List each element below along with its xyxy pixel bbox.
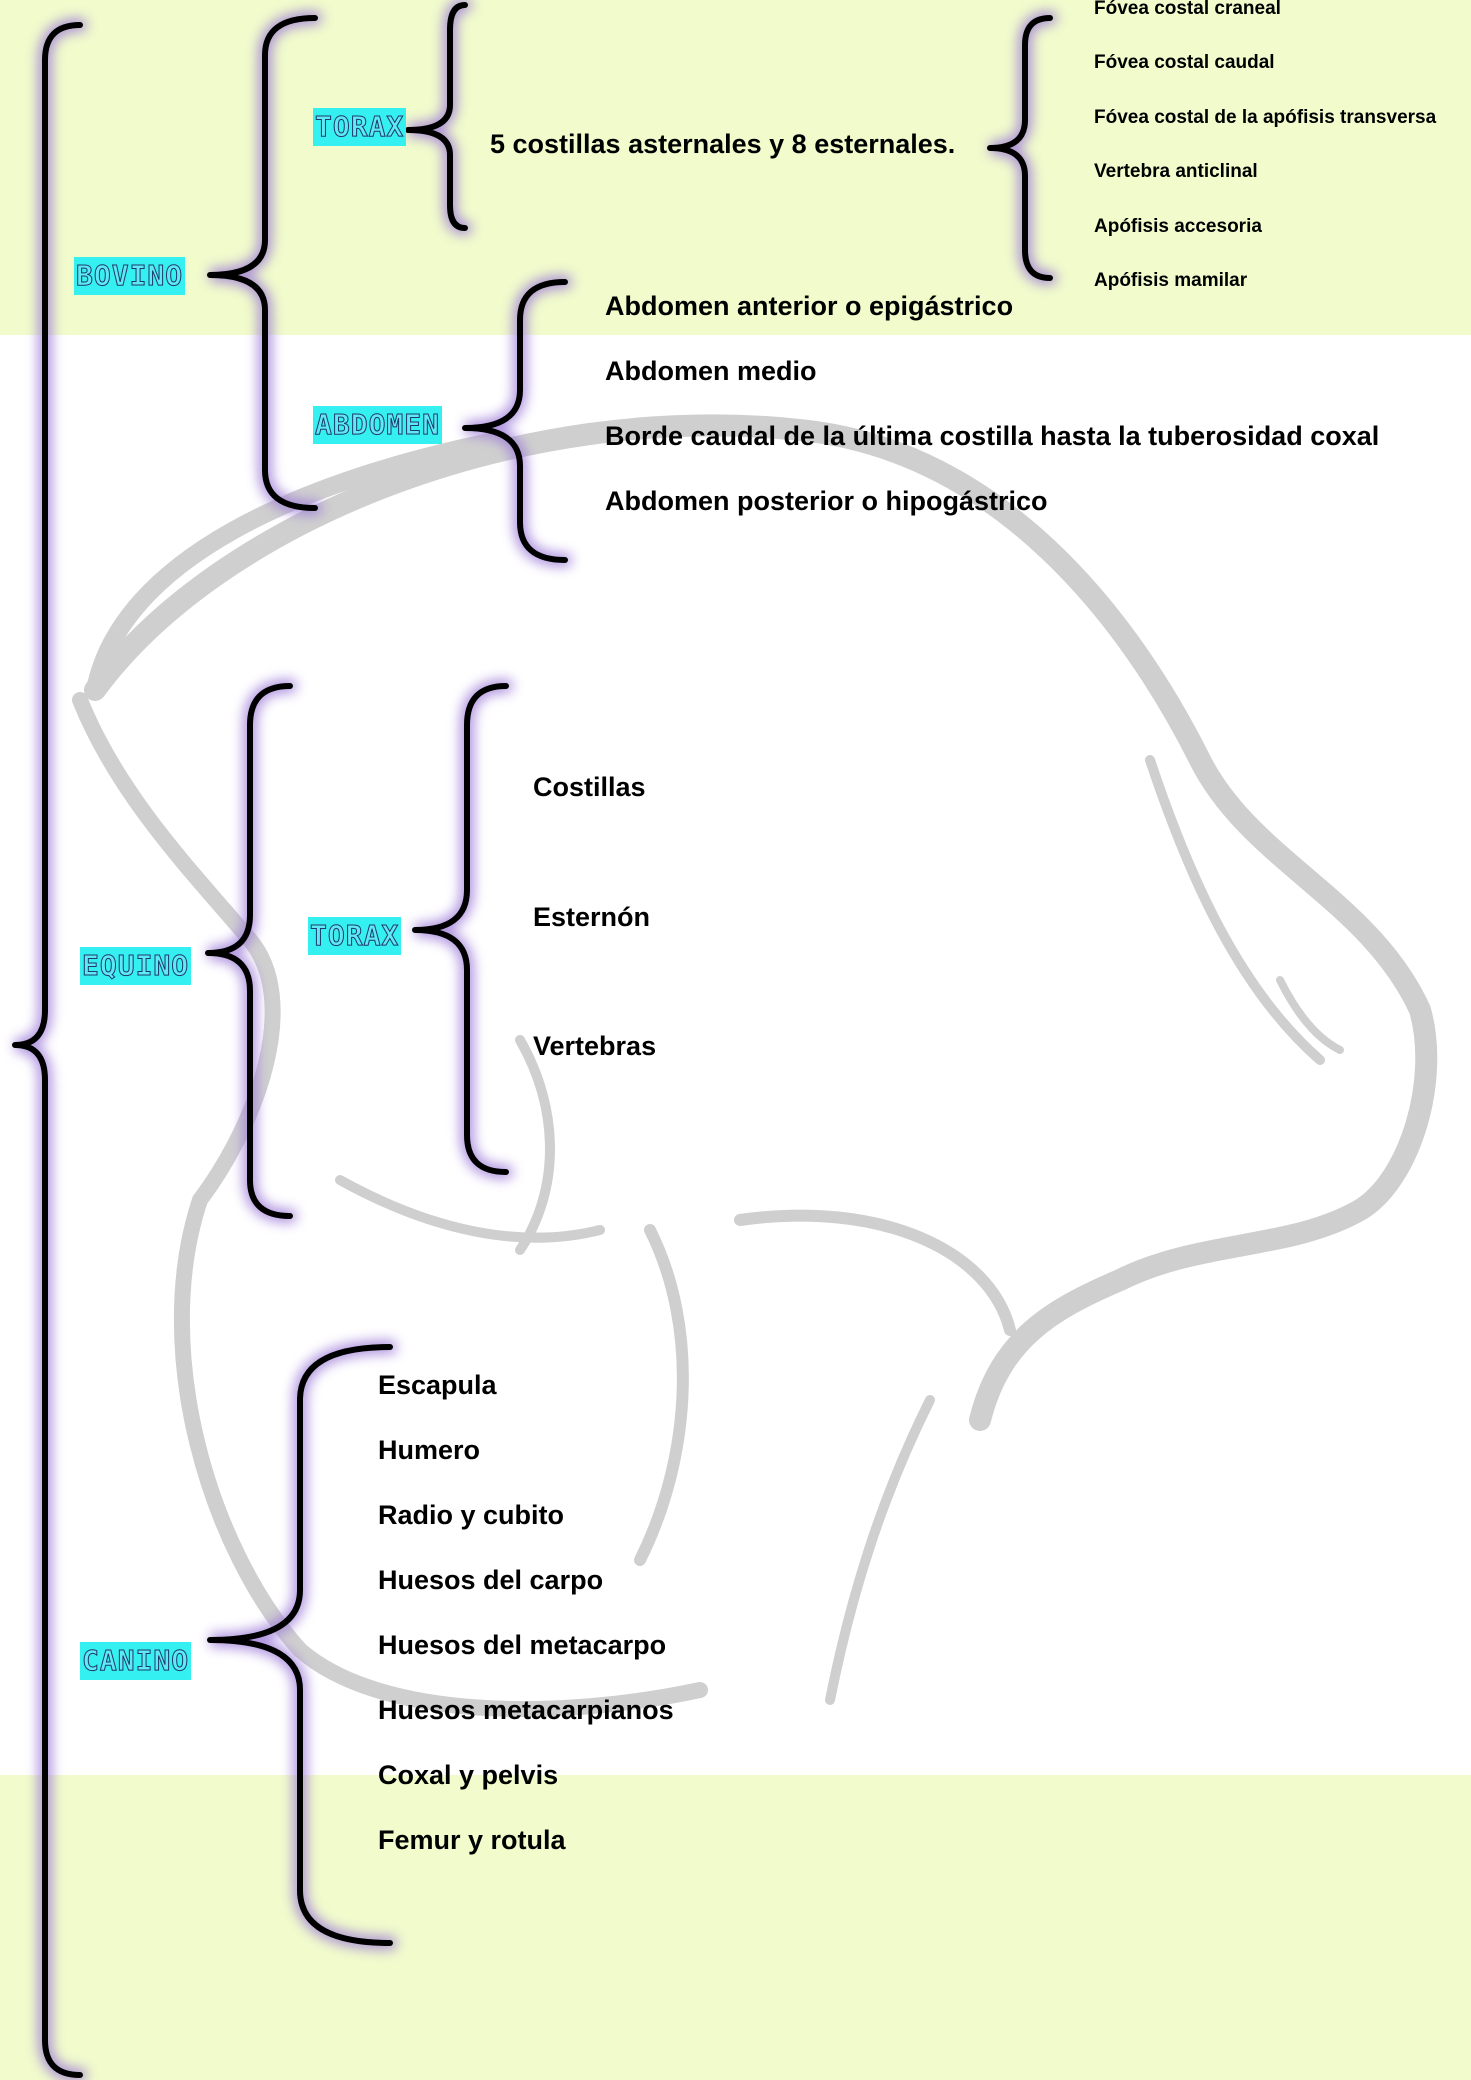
- canino-item: Escapula: [378, 1370, 497, 1400]
- canino-item: Coxal y pelvis: [378, 1760, 559, 1790]
- equino-item: Costillas: [533, 772, 646, 802]
- equino-item: Esternón: [533, 902, 651, 932]
- abdomen-item: Abdomen posterior o hipogástrico: [605, 486, 1048, 516]
- detail-item: Fóvea costal de la apófisis transversa: [1094, 107, 1437, 128]
- equino-bracket: [205, 683, 293, 1219]
- equino-torax-label: TORAX: [308, 917, 402, 955]
- bovino-torax-bracket: [405, 2, 468, 231]
- bovino-abdomen-bracket: [462, 279, 568, 563]
- bottom-highlight-band: [0, 1775, 1471, 2080]
- canino-item: Humero: [378, 1435, 481, 1465]
- equino-torax-bracket: [412, 683, 509, 1175]
- canino-item: Femur y rotula: [378, 1825, 566, 1855]
- canino-item: Huesos del metacarpo: [378, 1630, 667, 1660]
- bovino-details-bracket: [987, 15, 1053, 281]
- abdomen-item: Abdomen medio: [605, 356, 817, 386]
- bovino-abdomen-label: ABDOMEN: [313, 406, 443, 444]
- canino-item: Huesos metacarpianos: [378, 1695, 674, 1725]
- equino-item: Vertebras: [533, 1031, 657, 1061]
- canino-bracket: [207, 1344, 393, 1946]
- equino-label: EQUINO: [80, 947, 192, 985]
- abdomen-item: Borde caudal de la última costilla hasta…: [605, 421, 1380, 451]
- bovino-label: BOVINO: [74, 257, 186, 295]
- abdomen-item: Abdomen anterior o epigástrico: [605, 291, 1014, 321]
- detail-item: Fóvea costal caudal: [1094, 52, 1275, 73]
- detail-item: Vertebra anticlinal: [1094, 161, 1258, 182]
- canino-item: Huesos del carpo: [378, 1565, 604, 1595]
- detail-item: Apófisis accesoria: [1094, 216, 1262, 237]
- detail-item: Fóvea costal craneal: [1094, 0, 1281, 19]
- canino-label: CANINO: [80, 1642, 192, 1680]
- detail-item: Apófisis mamilar: [1094, 270, 1248, 291]
- main-bracket: [12, 22, 83, 2078]
- bovino-torax-summary: 5 costillas asternales y 8 esternales.: [490, 129, 956, 159]
- canino-item: Radio y cubito: [378, 1500, 565, 1530]
- bovino-bracket: [207, 15, 318, 511]
- bovino-torax-label: TORAX: [313, 108, 407, 146]
